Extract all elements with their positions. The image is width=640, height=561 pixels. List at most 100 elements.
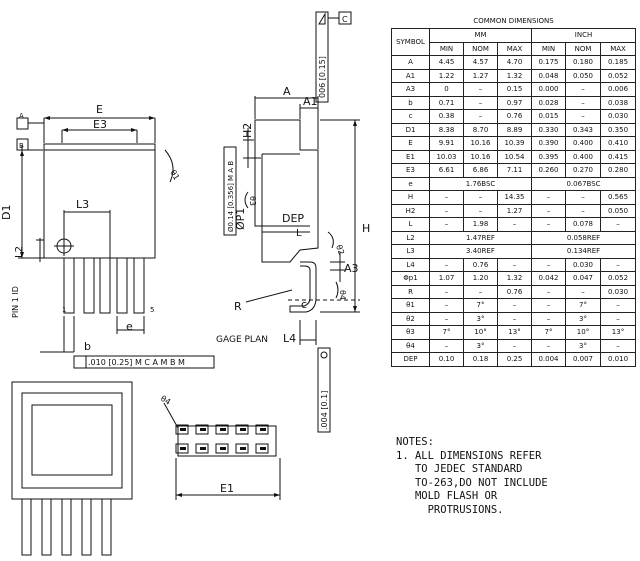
symbol-cell: A3: [391, 82, 430, 97]
value-cell: –: [497, 217, 532, 232]
value-cell: 0.000: [531, 82, 566, 97]
label-pin-one: 1: [62, 306, 66, 314]
value-cell: 0.030: [599, 284, 637, 299]
value-cell: 0.71: [429, 95, 464, 110]
value-cell: 0.028: [531, 95, 566, 110]
value-cell: –: [463, 95, 498, 110]
value-cell: 0.050: [565, 68, 601, 83]
symbol-cell: θ1: [391, 298, 430, 313]
value-cell: 0.052: [599, 271, 637, 286]
value-cell: 14.35: [497, 190, 532, 205]
value-cell: 8.70: [463, 122, 498, 137]
label-dep: DEP: [282, 212, 304, 225]
value-cell: –: [565, 82, 601, 97]
value-cell: 0.400: [565, 149, 601, 164]
value-cell: 0.280: [599, 163, 637, 178]
notes-line: TO-263,DO NOT INCLUDE: [396, 476, 548, 489]
notes-line: TO JEDEC STANDARD: [396, 463, 523, 475]
label-e-pitch: e: [126, 320, 133, 333]
label-l3: L3: [76, 198, 89, 211]
value-cell: 0: [429, 82, 464, 97]
value-cell: 0.38: [429, 109, 464, 124]
value-cell: 0.260: [531, 163, 566, 178]
value-cell: 0.042: [531, 271, 566, 286]
value-cell: –: [429, 217, 464, 232]
label-d1: D1: [0, 205, 13, 220]
label-pin-five: 5: [150, 306, 154, 314]
lead-row-body: [177, 425, 277, 457]
value-cell: –: [429, 338, 464, 353]
value-cell: –: [599, 257, 637, 272]
value-cell: 0.180: [565, 55, 601, 70]
value-cell: 7°: [565, 298, 601, 313]
value-cell: –: [429, 203, 464, 218]
value-cell: 10.03: [429, 149, 464, 164]
datum-c-label: C: [342, 15, 348, 24]
label-theta4: θ4: [338, 290, 347, 300]
bottom-view: [11, 381, 133, 556]
value-cell: –: [497, 298, 532, 313]
value-cell: 0.76: [497, 284, 532, 299]
value-cell: 0.400: [565, 136, 601, 151]
notes: NOTES: 1. ALL DIMENSIONS REFER TO JEDEC …: [396, 436, 636, 517]
sub-header-cell: NOM: [565, 41, 601, 56]
symbol-header: SYMBOL: [391, 28, 430, 56]
value-cell: –: [429, 311, 464, 326]
label-theta2: θ2: [334, 244, 346, 256]
top-view: [16, 117, 215, 369]
value-cell: –: [463, 284, 498, 299]
value-cell: –: [463, 109, 498, 124]
mm-header: MM: [429, 28, 532, 43]
value-cell: 7°: [531, 325, 566, 340]
value-cell: 7°: [429, 325, 464, 340]
value-cell: 1.76BSC: [429, 176, 532, 191]
label-theta4b: θ4: [159, 394, 172, 407]
value-cell: –: [565, 284, 601, 299]
label-pin1: PIN 1 ID: [11, 286, 20, 318]
value-cell: 0.76: [497, 109, 532, 124]
value-cell: –: [497, 338, 532, 353]
value-cell: –: [599, 217, 637, 232]
value-cell: 10°: [565, 325, 601, 340]
label-b: b: [84, 340, 91, 353]
value-cell: –: [429, 284, 464, 299]
sub-header-cell: MIN: [531, 41, 566, 56]
fcf-phip-text: Ø0.14 [0.356] M A B: [227, 161, 235, 232]
value-cell: 1.98: [463, 217, 498, 232]
sub-header-cell: NOM: [463, 41, 498, 56]
value-cell: –: [463, 203, 498, 218]
label-r: R: [234, 300, 242, 313]
value-cell: –: [497, 257, 532, 272]
notes-line: PROTRUSIONS.: [396, 503, 504, 516]
table-row: θ1–7°––7°–: [391, 298, 637, 313]
notes-line: 1. ALL DIMENSIONS REFER: [396, 449, 542, 462]
value-cell: 13°: [497, 325, 532, 340]
fcf-b-text: .010 [0.25] M C A M B M: [88, 358, 185, 367]
symbol-cell: E3: [391, 163, 430, 178]
symbol-cell: H: [391, 190, 430, 205]
symbol-cell: b: [391, 95, 430, 110]
value-cell: –: [531, 311, 566, 326]
datum-b-label: B: [19, 142, 24, 150]
value-cell: 0.175: [531, 55, 566, 70]
value-cell: 1.22: [429, 68, 464, 83]
symbol-cell: D1: [391, 122, 430, 137]
inch-header: INCH: [530, 28, 637, 43]
value-cell: –: [497, 311, 532, 326]
value-cell: 0.410: [599, 136, 637, 151]
value-cell: –: [565, 203, 601, 218]
symbol-cell: E1: [391, 149, 430, 164]
sub-header-cell: MAX: [497, 41, 532, 56]
value-cell: 8.38: [429, 122, 464, 137]
value-cell: 1.32: [497, 68, 532, 83]
sub-header-cell: MAX: [599, 41, 637, 56]
table-row: θ4–3°––3°–: [391, 338, 637, 353]
value-cell: 6.86: [463, 163, 498, 178]
